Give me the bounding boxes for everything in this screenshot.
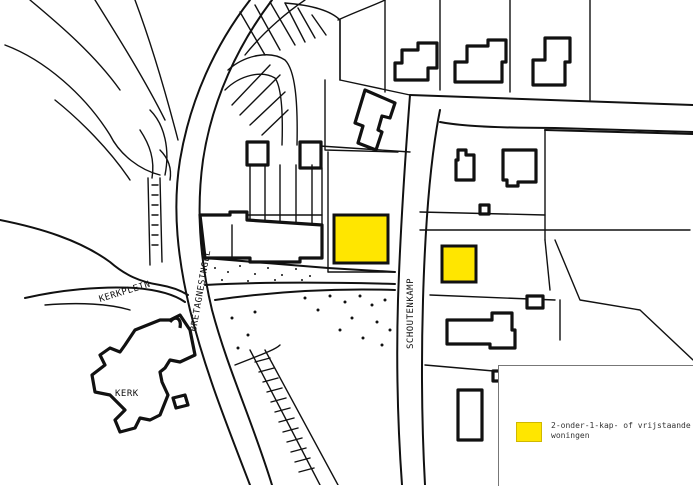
- field-texture-dots: [214, 265, 392, 350]
- highlight-plot-center: [332, 213, 390, 265]
- buildings: [90, 36, 572, 442]
- road-bretagnesingel: [175, 0, 306, 485]
- highlighted-plots: [332, 213, 478, 284]
- legend-box: 2-onder-1-kap- of vrijstaande woningen: [498, 365, 693, 486]
- road-schoutenkamp: [396, 94, 693, 485]
- road-kerkplein: [0, 219, 189, 311]
- street-label-bretagnesingel: BRETAGNESINGEL: [189, 249, 213, 332]
- parcel-lines: [304, 0, 693, 373]
- parking-area: [224, 1, 341, 146]
- building-label-kerk: KERK: [115, 389, 139, 399]
- street-label-schoutenkamp: SCHOUTENKAMP: [406, 278, 416, 349]
- street-label-kerkplein: KERKPLEIN: [98, 280, 152, 305]
- legend-swatch: [516, 422, 542, 442]
- highlight-plot-right: [440, 244, 478, 284]
- open-field: [204, 257, 396, 485]
- road-curves-northwest: [4, 0, 179, 266]
- legend-label: 2-onder-1-kap- of vrijstaande woningen: [551, 421, 691, 440]
